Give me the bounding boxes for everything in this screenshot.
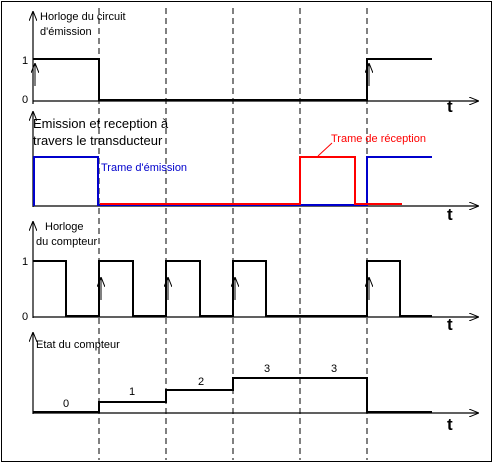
panel-counter-clock: Horloge du compteur 1 0 t: [22, 221, 478, 334]
reception-frame-signal: [100, 156, 402, 205]
transducer-title-2: travers le transducteur: [33, 133, 163, 148]
counter-state-value-2: 2: [198, 376, 204, 388]
emission-clock-title-1: Horloge du circuit: [40, 11, 126, 23]
counter-clock-title-1: Horloge: [45, 221, 84, 233]
time-markers: [98, 8, 368, 460]
emission-clock-signal: [33, 58, 432, 101]
reception-frame-label: Trame de réception: [331, 133, 426, 145]
counter-state-axis-t: t: [447, 415, 453, 434]
reception-label-leader: [317, 142, 333, 157]
transducer-axis-t: t: [447, 205, 453, 224]
counter-clock-level-high: 1: [22, 256, 28, 268]
emission-frame-signal: [300, 156, 432, 206]
panel-counter-state: Etat du compteur 0 1 2 3 3 t: [33, 333, 478, 434]
emission-clock-axis-t: t: [447, 97, 453, 116]
counter-clock-level-low: 0: [22, 311, 28, 323]
transducer-title-1: Emission et reception à: [33, 116, 169, 131]
emission-clock-level-low: 0: [22, 94, 28, 106]
counter-clock-signal: [33, 260, 432, 317]
counter-clock-title-2: du compteur: [36, 236, 97, 248]
panel-emission-clock: Horloge du circuit d'émission 1 0 t: [22, 11, 478, 116]
counter-state-title: Etat du compteur: [36, 339, 120, 351]
counter-state-signal: [33, 377, 432, 413]
counter-clock-axis-t: t: [447, 315, 453, 334]
emission-clock-title-2: d'émission: [40, 26, 92, 38]
counter-state-value-1: 1: [129, 386, 135, 398]
panel-transducer: Emission et reception à travers le trans…: [33, 112, 478, 224]
counter-state-value-3: 3: [264, 363, 270, 375]
counter-state-value-0: 0: [63, 398, 69, 410]
emission-clock-level-high: 1: [22, 55, 28, 67]
emission-frame-label: Trame d'émission: [101, 162, 187, 174]
counter-state-value-4: 3: [331, 363, 337, 375]
